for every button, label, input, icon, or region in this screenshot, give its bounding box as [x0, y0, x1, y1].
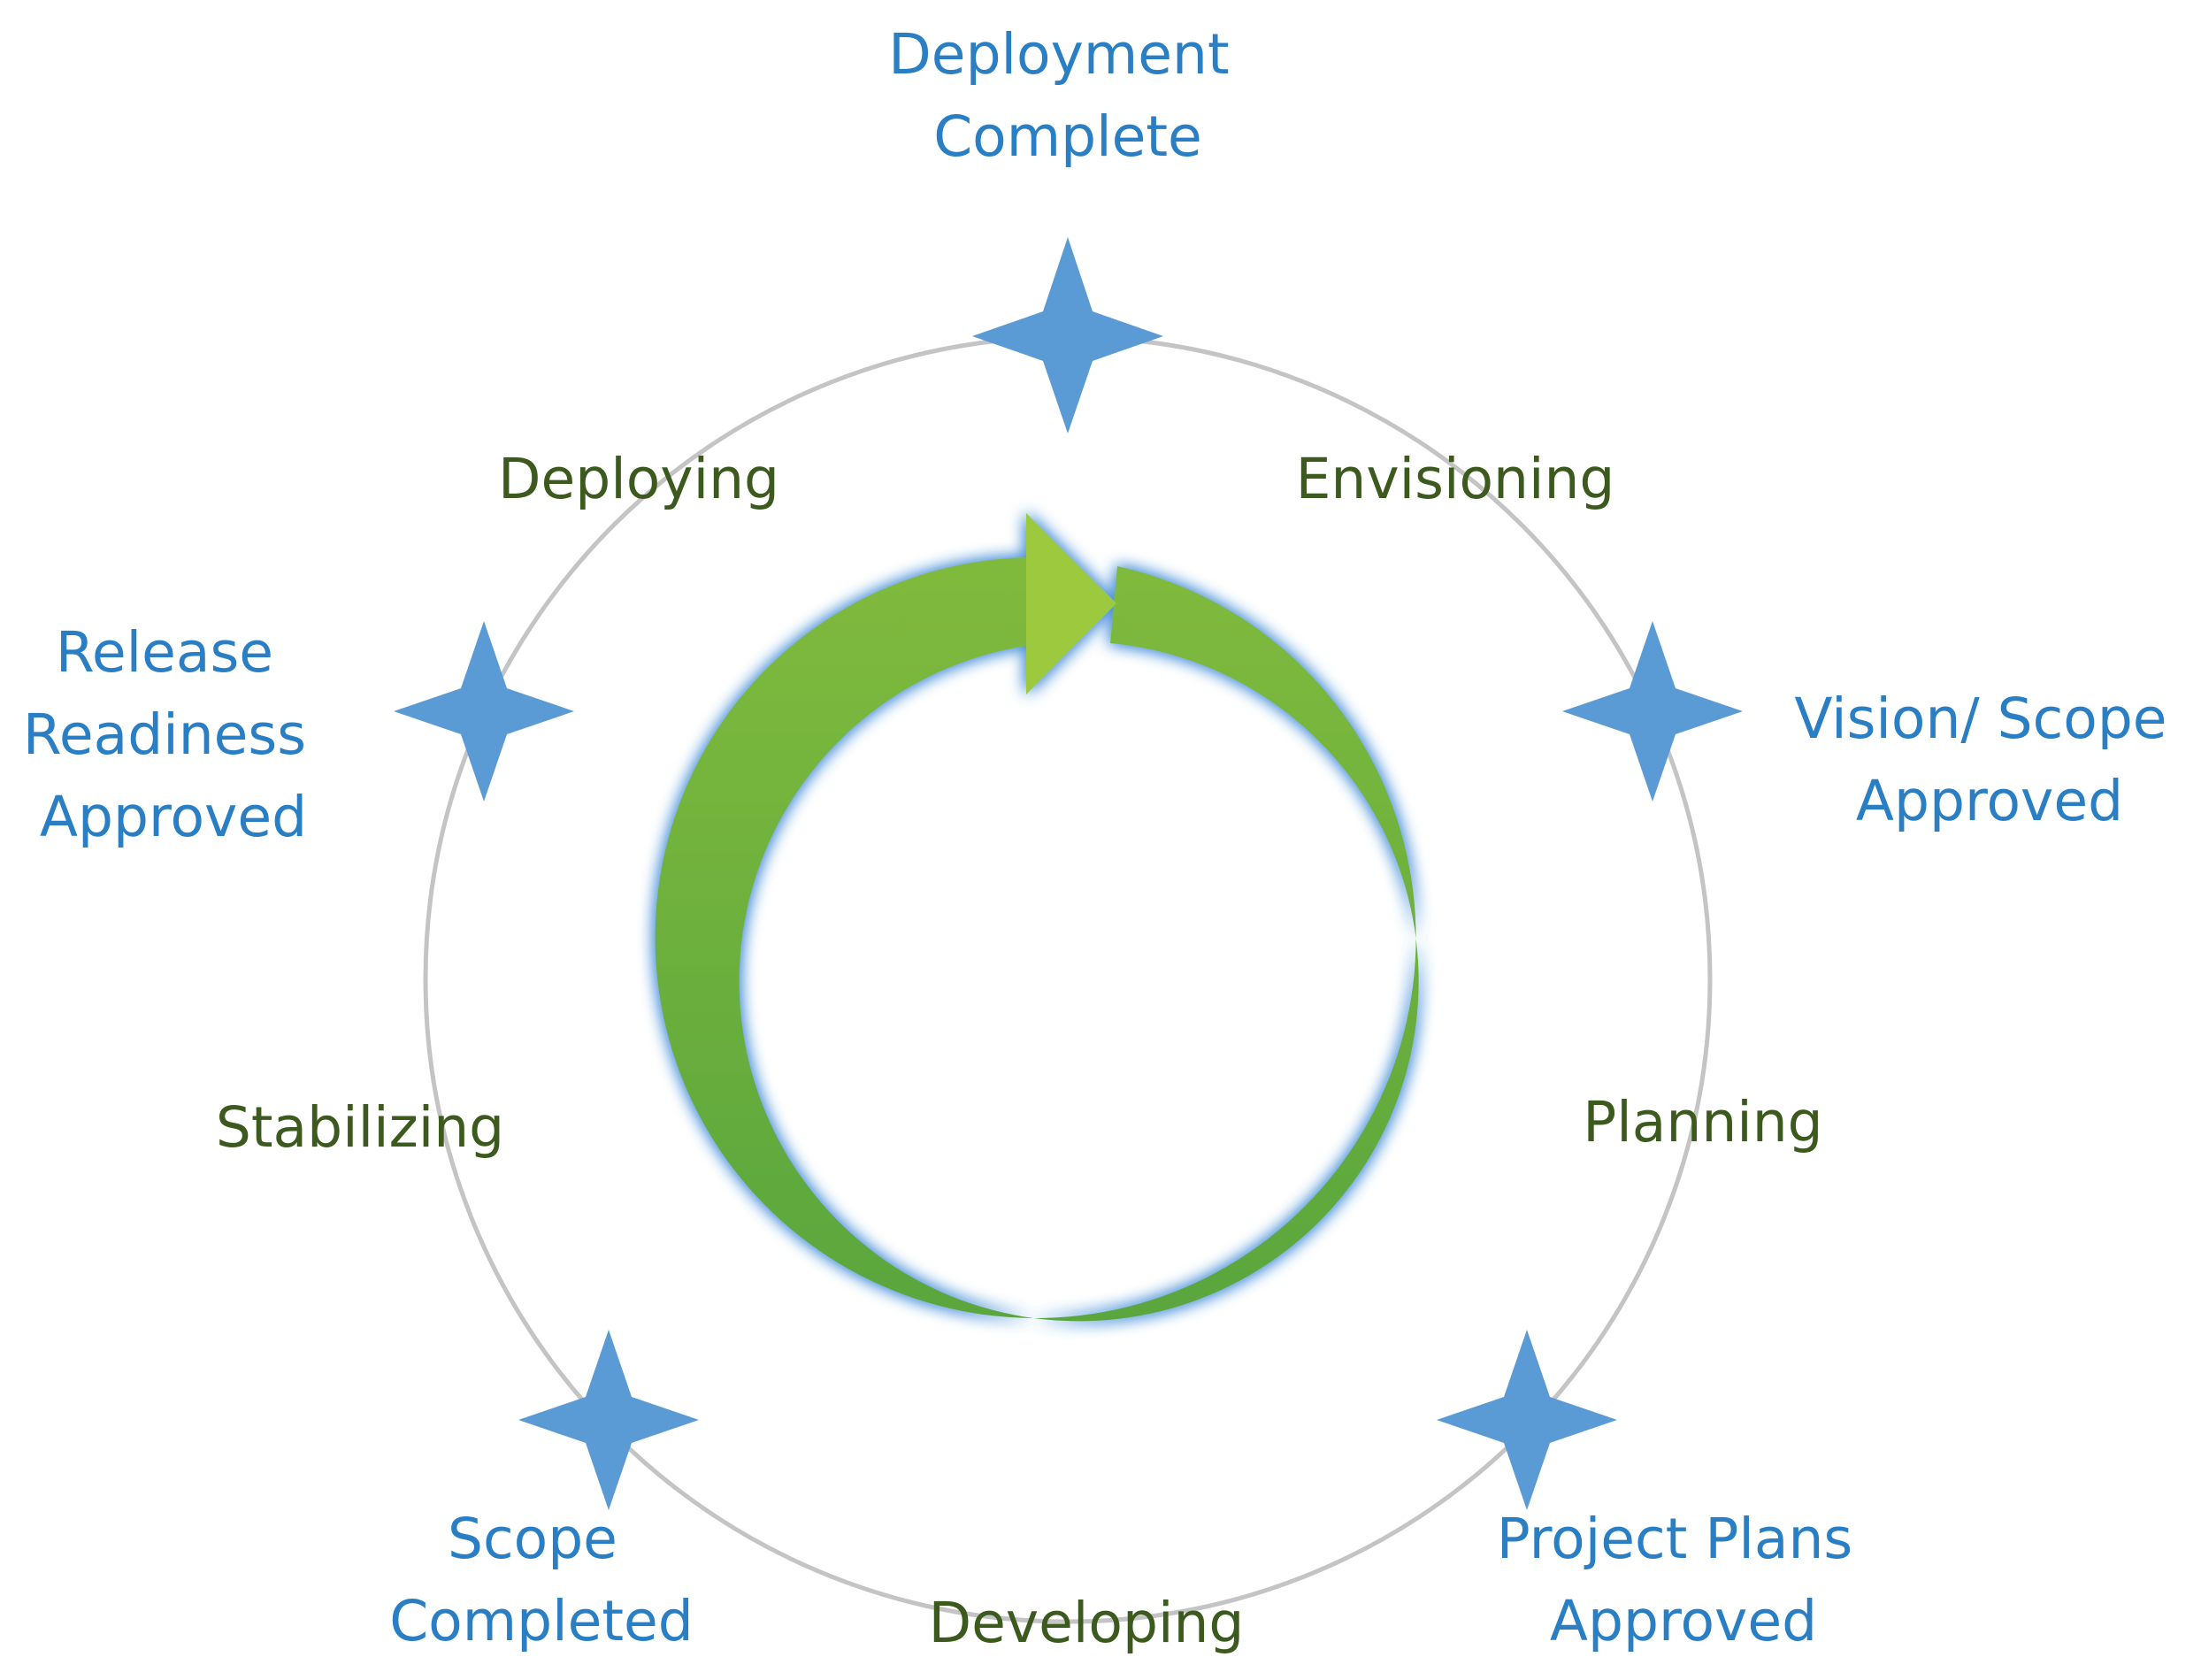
star-deployment-complete-icon — [972, 237, 1163, 433]
milestone-line: Completed — [389, 1589, 694, 1653]
milestone-line: Vision/ Scope — [1794, 687, 2166, 751]
milestone-line: Project Plans — [1497, 1507, 1852, 1571]
cycle-arrow — [655, 0, 1419, 1322]
phase-envisioning: Envisioning — [1296, 447, 1615, 511]
milestone-line: Complete — [933, 104, 1202, 169]
milestone-line: Scope — [448, 1507, 617, 1571]
phase-deploying: Deploying — [498, 447, 779, 511]
milestone-line: Readiness — [23, 702, 306, 767]
star-scope-completed-icon — [518, 1330, 699, 1510]
milestone-vision-scope-approved: Vision/ Scope Approved — [1794, 687, 2184, 833]
star-project-plans-approved-icon — [1437, 1330, 1617, 1510]
milestone-release-readiness-approved: Release Readiness Approved — [23, 620, 324, 849]
milestone-scope-completed: Scope Completed — [389, 1507, 694, 1653]
milestone-line: Release — [56, 620, 273, 685]
milestone-line: Approved — [1856, 769, 2123, 833]
phase-planning: Planning — [1583, 1090, 1822, 1155]
milestone-line: Deployment — [888, 22, 1229, 87]
star-vision-scope-approved-icon — [1562, 621, 1743, 802]
phase-developing: Developing — [929, 1591, 1245, 1655]
star-release-readiness-approved-icon — [394, 621, 574, 802]
milestone-deployment-complete: Deployment Complete — [888, 22, 1246, 169]
milestone-line: Approved — [1550, 1589, 1817, 1653]
milestone-line: Approved — [40, 785, 307, 849]
milestone-project-plans-approved: Project Plans Approved — [1497, 1507, 1870, 1653]
phase-stabilizing: Stabilizing — [216, 1095, 504, 1160]
